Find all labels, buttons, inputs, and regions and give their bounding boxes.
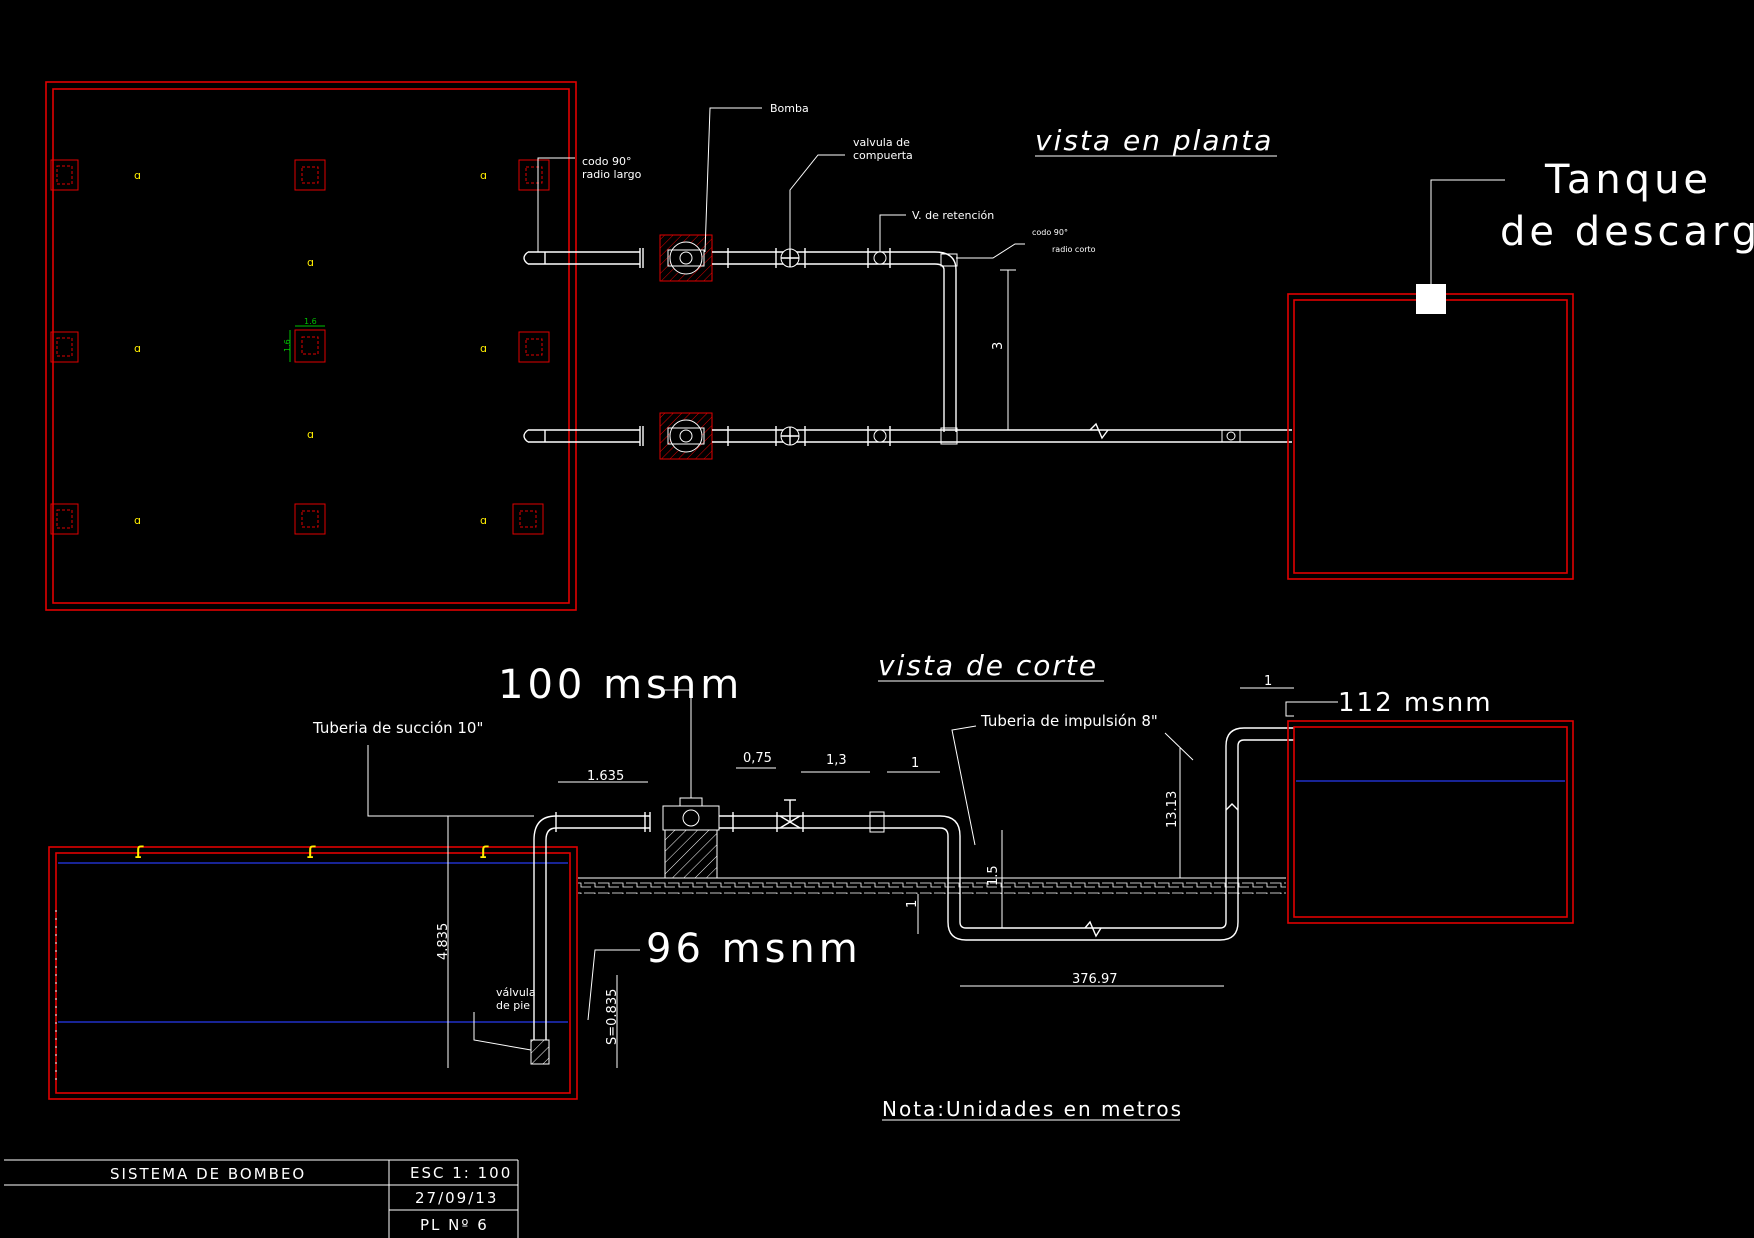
elbow-icon: ɾ [134, 839, 148, 864]
discharge-tank-section [1287, 720, 1574, 924]
elbow-icon: ɾ [479, 839, 493, 864]
scale-text: ESC 1: 100 [410, 1164, 512, 1182]
marker-icon: ɑ [480, 342, 487, 355]
column-icon [518, 159, 550, 191]
svg-text:1: 1 [911, 756, 919, 771]
column-icon [50, 503, 79, 535]
marker-icon: ɑ [480, 169, 487, 182]
column-icon [294, 503, 326, 535]
suction-pipe [530, 812, 651, 1065]
check-valve-icon [873, 429, 887, 443]
marker-icon: ɑ [134, 169, 141, 182]
gate-valve-icon [779, 799, 801, 829]
msnm-96-label: 96 msnm [646, 926, 862, 972]
marker-icon: ɑ [480, 514, 487, 527]
title-text: SISTEMA DE BOMBEO [110, 1165, 306, 1183]
elbow-icon: ɾ [306, 839, 320, 864]
svg-text:S=0.835: S=0.835 [605, 989, 620, 1045]
vista-planta-title: vista en planta [1035, 124, 1273, 157]
svg-text:1.5: 1.5 [986, 865, 1001, 886]
section-leaders: 100 msnm Tuberia de succión 10" Tuberia … [312, 662, 1493, 1051]
column-icon [512, 503, 544, 535]
suction-tank-section [48, 846, 578, 1100]
valvula-compuerta-label-1: valvula de [853, 136, 910, 149]
bomba-label: Bomba [770, 102, 809, 115]
column-icon [50, 331, 79, 363]
codo-corto-label-1: codo 90° [1032, 228, 1068, 237]
marker-icon: ɑ [134, 342, 141, 355]
dim-1-6-top: 1.6 [304, 317, 317, 326]
section-dimensions: 1.635 0,75 1,3 1 1 4.835 S=0.835 13.13 1… [436, 674, 1294, 1068]
codo-largo-label-2: radio largo [582, 168, 642, 181]
svg-text:1: 1 [905, 900, 920, 908]
ground-hatch [578, 878, 1286, 894]
sheet-text: PL Nº 6 [420, 1216, 489, 1234]
codo-corto-label-2: radio corto [1052, 245, 1096, 254]
check-valve-icon [869, 811, 885, 833]
pipe-line-lower [523, 412, 1292, 460]
column-icon [294, 329, 326, 363]
dim-1-6-left: 1.6 [283, 339, 292, 352]
svg-text:1.635: 1.635 [587, 769, 624, 784]
nota-label: Nota:Unidades en metros [882, 1097, 1183, 1121]
valvula-compuerta-label-2: compuerta [853, 149, 913, 162]
discharge-tank-plan: Tanque de descarga [1287, 157, 1754, 580]
marker-icon: ɑ [307, 256, 314, 269]
marker-square [1416, 284, 1446, 314]
msnm-100-label: 100 msnm [498, 662, 743, 708]
date-text: 27/09/13 [415, 1189, 498, 1207]
columns: 1.6 1.6 [50, 159, 550, 535]
codo-largo-label-1: codo 90° [582, 155, 631, 168]
discharge-pipe [719, 727, 1294, 941]
svg-text:376.97: 376.97 [1072, 972, 1118, 987]
svg-text:0,75: 0,75 [743, 751, 772, 766]
v-retencion-label: V. de retención [912, 209, 994, 222]
de-descarga-label: de descarga [1500, 209, 1754, 255]
check-valve-icon [873, 251, 887, 265]
gate-valve-icon [780, 248, 800, 268]
pump-icon [659, 412, 713, 460]
pump-section [662, 797, 720, 879]
marker-icon: ɑ [134, 514, 141, 527]
dim-3: 3 [991, 269, 1016, 431]
vista-corte-title: vista de corte [878, 649, 1098, 682]
foot-valve-icon [530, 1039, 550, 1065]
svg-text:4.835: 4.835 [436, 923, 451, 960]
valvula-pie-label-1: válvula [496, 986, 536, 999]
svg-text:3: 3 [991, 342, 1006, 350]
msnm-112-label: 112 msnm [1338, 688, 1493, 718]
title-block: SISTEMA DE BOMBEO ESC 1: 100 27/09/13 PL… [4, 1159, 519, 1238]
tanque-label: Tanque [1544, 157, 1712, 203]
markers: ɑ ɑ ɑ ɑ ɑ ɑ ɑ ɑ [134, 169, 487, 527]
column-icon [294, 159, 326, 191]
plan-leaders: codo 90° radio largo Bomba valvula de co… [537, 102, 1096, 259]
pump-icon [659, 234, 713, 282]
column-icon [50, 159, 79, 191]
gate-valve-icon [780, 426, 800, 446]
svg-text:1,3: 1,3 [826, 753, 847, 768]
tuberia-succion-label: Tuberia de succión 10" [312, 719, 483, 737]
svg-text:13.13: 13.13 [1165, 791, 1180, 828]
marker-icon: ɑ [307, 428, 314, 441]
tuberia-impulsion-label: Tuberia de impulsión 8" [980, 712, 1158, 730]
pipe-line-upper [523, 234, 958, 432]
suction-tank-plan [45, 81, 577, 611]
column-icon [518, 331, 550, 363]
plan-view: 1.6 1.6 ɑ ɑ ɑ ɑ ɑ ɑ ɑ ɑ [45, 81, 1754, 611]
section-view: vista de corte ɾ ɾ ɾ [48, 649, 1574, 1121]
svg-text:1: 1 [1264, 674, 1272, 689]
valvula-pie-label-2: de pie [496, 999, 530, 1012]
